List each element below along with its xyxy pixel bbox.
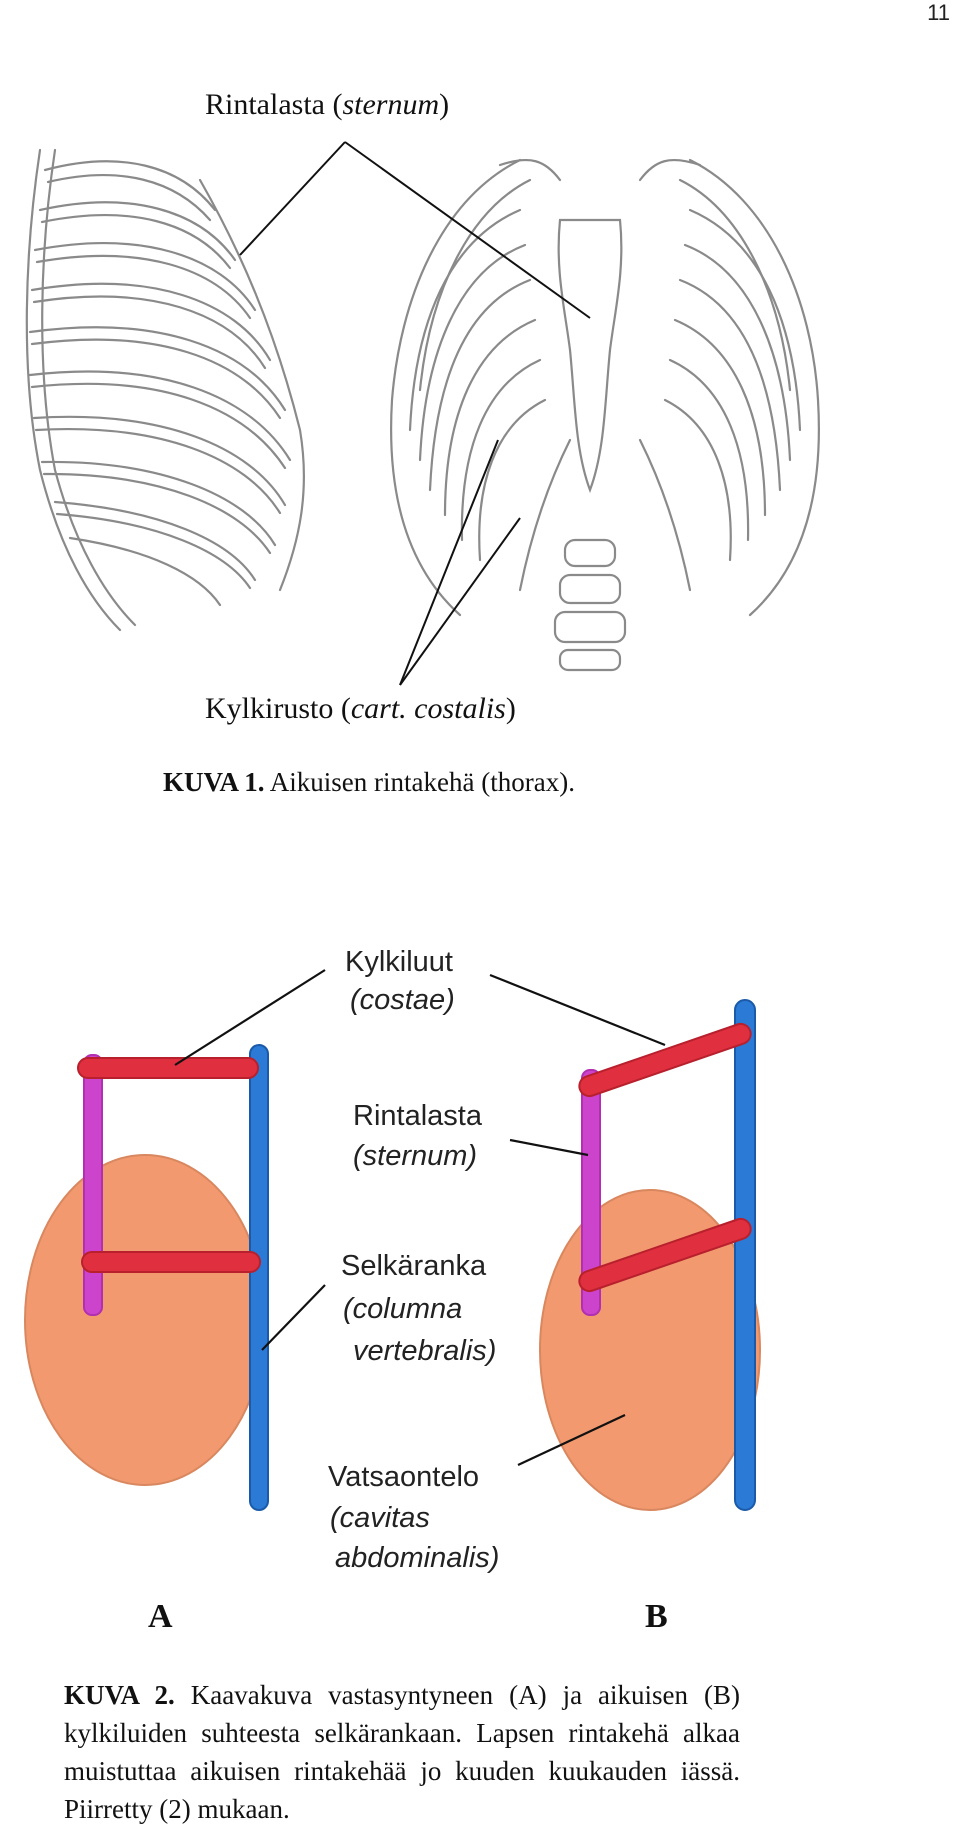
label-sternum-fig1: Rintalasta (sternum) (205, 88, 449, 122)
caption-figure1: KUVA 1. Aikuisen rintakehä (thorax). (163, 767, 575, 798)
panel-label-a: A (148, 1598, 173, 1636)
side-view-ribs (30, 161, 290, 605)
label-sternum-fig2: Rintalasta (353, 1100, 482, 1133)
panel-b (540, 1000, 760, 1510)
label-sternum-fig2-latin: (sternum) (353, 1140, 477, 1173)
label-abdomen-latin-2: abdominalis) (335, 1542, 499, 1575)
front-view-lumbar-spine (555, 540, 625, 670)
label-ribs-latin: (costae) (350, 984, 455, 1017)
label-spine: Selkäranka (341, 1250, 486, 1283)
clavicle-left (500, 160, 560, 180)
label-abdomen: Vatsaontelo (328, 1461, 479, 1494)
label-ribs: Kylkiluut (345, 946, 453, 979)
label-abdomen-latin-1: (cavitas (330, 1502, 430, 1535)
panel-a (25, 1045, 268, 1510)
ribcage-drawing (0, 70, 960, 790)
caption-figure2: KUVA 2. Kaavakuva vastasyntyneen (A) ja … (64, 1676, 740, 1828)
label-spine-latin-1: (columna (343, 1293, 462, 1326)
label-spine-latin-2: vertebralis) (353, 1335, 496, 1368)
figure1-leader-lines (240, 142, 590, 685)
label-cartilage-fig1: Kylkirusto (cart. costalis) (205, 692, 516, 726)
clavicle-right (640, 160, 700, 180)
panel-label-b: B (645, 1598, 668, 1636)
front-view-sternum (559, 220, 622, 490)
page-number: 11 (927, 0, 950, 26)
